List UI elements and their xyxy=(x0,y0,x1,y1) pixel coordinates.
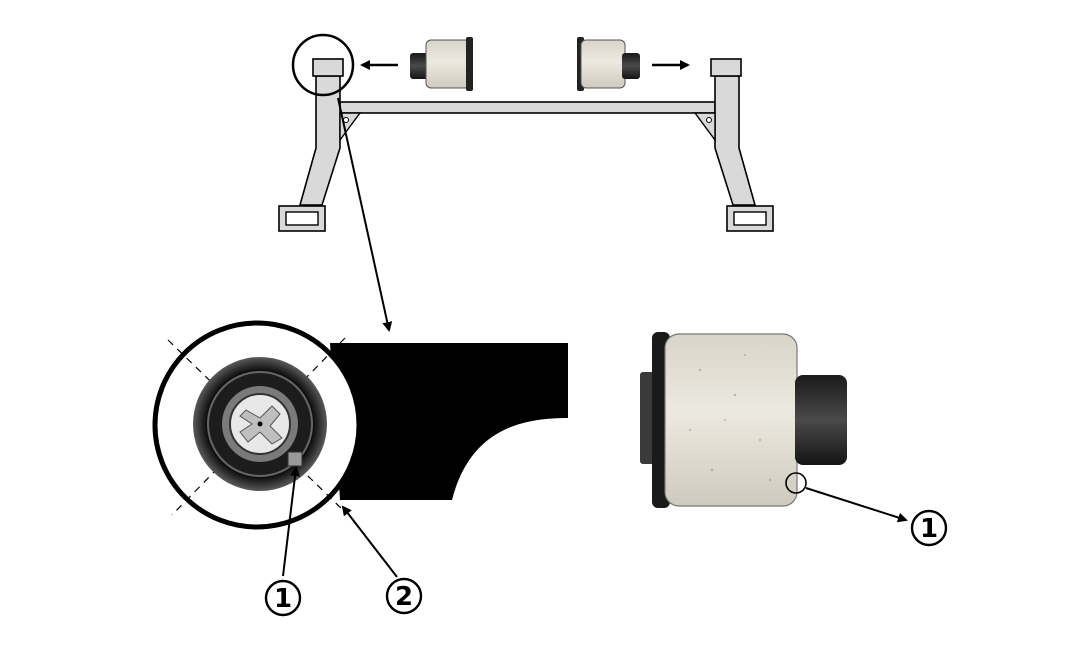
detail-view xyxy=(152,320,568,530)
detail-circle-small xyxy=(291,33,355,97)
callout-left-2-label: 2 xyxy=(395,582,413,612)
callout-right-1: 1 xyxy=(910,509,948,547)
subframe-diagram xyxy=(278,33,774,232)
leader-left-2 xyxy=(341,505,398,578)
leader-left-1 xyxy=(282,466,301,577)
callout-left-2: 2 xyxy=(385,577,423,615)
alignment-mark xyxy=(287,451,303,467)
bushing-left-small xyxy=(410,37,473,91)
callout-left-1-label: 1 xyxy=(274,584,292,614)
bushing-sleeve xyxy=(795,375,847,465)
callout-right-1-label: 1 xyxy=(920,514,938,544)
leader-right-1 xyxy=(805,487,908,523)
arrow-to-detail xyxy=(337,97,393,332)
marked-spot xyxy=(785,472,807,494)
bushing-photo xyxy=(640,332,847,508)
bushing-right-small xyxy=(577,37,640,91)
detail-circle xyxy=(152,320,362,530)
arm-body xyxy=(330,343,568,500)
bushing-rubber xyxy=(664,333,798,507)
callout-left-1: 1 xyxy=(264,579,302,617)
